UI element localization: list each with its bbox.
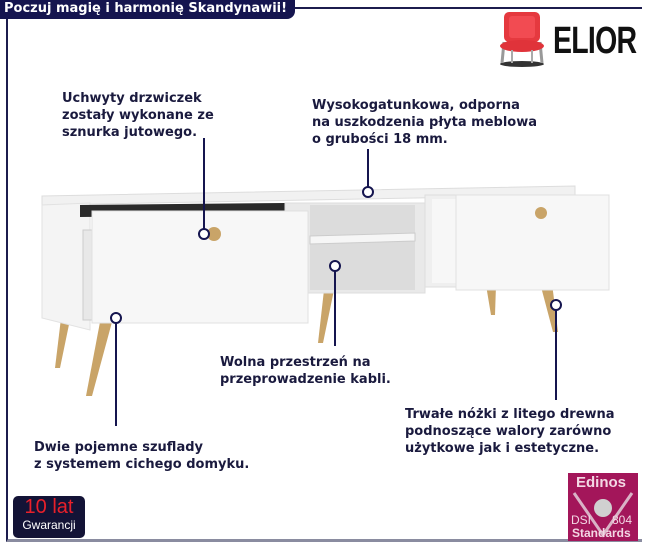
brand-logo: ELIOR [553, 20, 637, 62]
chair-icon [500, 12, 544, 67]
callout-line: podnoszące walory zarówno [405, 424, 612, 439]
callout-line: Dwie pojemne szuflady [34, 440, 203, 455]
callout-line: Wysokogatunkowa, odporna [312, 98, 520, 113]
callout-line: zostały wykonane ze [62, 108, 214, 123]
callout-line: Trwałe nóżki z litego drewna [405, 407, 615, 422]
callout-line: o grubości 18 mm. [312, 132, 448, 147]
callout-line: przeprowadzenie kabli. [220, 372, 391, 387]
callout-handles: Uchwyty drzwiczek zostały wykonane ze sz… [62, 90, 214, 141]
edinos-check-icon [572, 492, 634, 538]
edinos-title: Edinos [576, 474, 627, 491]
callout-line: sznurka jutowego. [62, 125, 198, 140]
callout-drawers: Dwie pojemne szuflady z systemem cichego… [34, 439, 249, 473]
callout-line: na uszkodzenia płyta meblowa [312, 115, 537, 130]
header-title: Poczuj magię i harmonię Skandynawii! [0, 0, 296, 19]
warranty-label: Gwarancji [22, 518, 76, 532]
callout-legs: Trwałe nóżki z litego drewna podnoszące … [405, 406, 615, 457]
edinos-number: 804 [612, 513, 633, 527]
callout-line: z systemem cichego domyku. [34, 457, 250, 472]
edinos-standards: Standards [572, 526, 631, 540]
callout-cables: Wolna przestrzeń na przeprowadzenie kabl… [220, 354, 391, 388]
warranty-years: 10 lat [24, 496, 74, 518]
callout-line: użytkowe jak i estetyczne. [405, 441, 600, 456]
edinos-dsi: DSI [571, 513, 592, 527]
callout-markers [110, 138, 562, 426]
callout-line: Wolna przestrzeń na [220, 355, 371, 370]
callout-line: Uchwyty drzwiczek [62, 91, 202, 106]
content-frame [6, 7, 642, 542]
warranty-badge: 10 lat Gwarancji [13, 496, 85, 538]
wooden-legs [55, 283, 558, 396]
edinos-badge: Edinos DSI 804 Standards [568, 473, 638, 541]
callout-board: Wysokogatunkowa, odporna na uszkodzenia … [312, 97, 537, 148]
